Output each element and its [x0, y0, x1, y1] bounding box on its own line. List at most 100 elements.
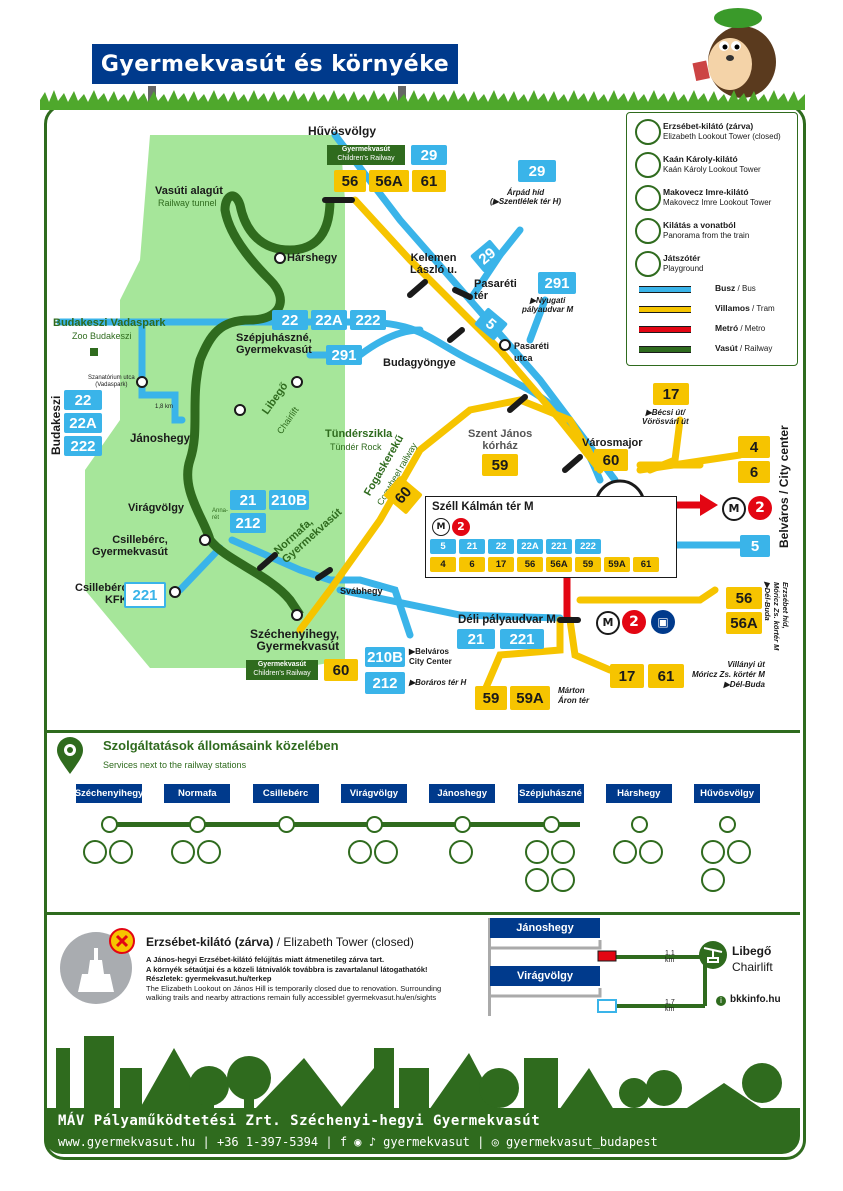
route-badge[interactable]: 210B — [269, 490, 309, 510]
legend-line-label: Villamos / Tram — [715, 303, 775, 314]
service-station-tab[interactable]: Normafa — [164, 784, 231, 803]
route-badge[interactable]: 61 — [648, 664, 684, 688]
route-badge[interactable]: 291 — [326, 345, 362, 365]
route-badge[interactable]: 212 — [230, 513, 266, 533]
route-badge[interactable]: 59 — [475, 686, 507, 710]
footer-instagram[interactable]: gyermekvasut_budapest — [506, 1135, 658, 1149]
service-station-tab[interactable]: Virágvölgy — [340, 784, 407, 803]
service-stop-dot — [542, 816, 560, 833]
route-badge[interactable]: 4 — [738, 436, 770, 458]
services-title: Szolgáltatások állomásaink közelében — [103, 738, 339, 753]
route-badge[interactable]: 56A — [546, 557, 572, 572]
bkk-link[interactable]: bkkinfo.hu — [730, 994, 781, 1005]
service-stop-dot — [630, 816, 648, 833]
closed-x-icon — [109, 928, 135, 954]
route-badge[interactable]: 59A — [604, 557, 630, 572]
route-badge[interactable]: 22 — [488, 539, 514, 554]
route-badge[interactable]: 222 — [350, 310, 386, 330]
info-link[interactable]: Részletek: gyermekvasut.hu/terkep — [146, 974, 272, 983]
route-badge[interactable]: 6 — [738, 461, 770, 483]
sign-post — [398, 86, 406, 104]
route-badge[interactable]: 212 — [365, 672, 405, 694]
route-badge[interactable]: 17 — [488, 557, 514, 572]
footer-separator: | — [195, 1135, 217, 1149]
service-icon — [524, 840, 549, 864]
route-badge[interactable]: 56 — [726, 587, 762, 609]
route-badge[interactable]: 61 — [412, 170, 446, 192]
metro-line-badge[interactable]: 2 — [622, 610, 646, 634]
route-badge[interactable]: 29 — [518, 160, 556, 182]
legend-line-name: Metró — [715, 323, 739, 333]
route-badge[interactable]: 22 — [64, 390, 102, 410]
route-badge[interactable]: 61 — [633, 557, 659, 572]
place-vadaspark-en: Zoo Budakeszi — [72, 331, 132, 341]
route-badge[interactable]: 210B — [365, 647, 405, 667]
route-badge[interactable]: 17 — [653, 383, 689, 405]
info-body: A János-hegyi Erzsébet-kilátó felújítás … — [146, 955, 476, 1003]
route-badge[interactable]: 4 — [430, 557, 456, 572]
route-badge[interactable]: 60 — [594, 449, 628, 471]
route-badge[interactable]: 221 — [546, 539, 572, 554]
route-badge[interactable]: 221 — [500, 629, 544, 649]
legend-line-label: Busz / Bus — [715, 283, 756, 294]
info-line: The Elizabeth Lookout on János Hill is t… — [146, 983, 442, 993]
service-station-tab[interactable]: Szépjuhászné — [517, 784, 584, 803]
route-badge[interactable]: 22A — [64, 413, 102, 433]
route-badge[interactable]: 6 — [459, 557, 485, 572]
route-badge[interactable]: 291 — [538, 272, 576, 294]
route-badge[interactable]: 5 — [740, 535, 770, 557]
route-badge[interactable]: 22A — [517, 539, 543, 554]
service-station-tab[interactable]: Csillebérc — [252, 784, 319, 803]
metro-icon: M — [596, 611, 620, 635]
legend-line-swatch — [639, 306, 691, 313]
route-badge[interactable]: 222 — [64, 436, 102, 456]
route-badge[interactable]: 59 — [575, 557, 601, 572]
route-badge[interactable]: 221 — [124, 582, 166, 608]
station-viragvolgy: Virágvölgy — [128, 502, 185, 514]
legend-line-label: Vasút / Railway — [715, 343, 772, 354]
tower-icon — [635, 152, 661, 178]
footer-website[interactable]: www.gyermekvasut.hu — [58, 1135, 196, 1149]
route-badge[interactable]: 21 — [459, 539, 485, 554]
tram-line-59-deli — [481, 616, 564, 694]
route-badge[interactable]: 29 — [411, 145, 447, 165]
service-stop-dot — [365, 816, 383, 833]
legend-line-sub: / Metro — [738, 324, 766, 333]
service-icon — [701, 840, 726, 864]
route-badge[interactable]: 5 — [430, 539, 456, 554]
route-badge[interactable]: 56A — [726, 612, 762, 634]
footer-phone[interactable]: +36 1-397-5394 — [216, 1135, 319, 1149]
train-icon: ▣ — [651, 610, 675, 634]
info-station-janoshegy: Jánoshegy — [490, 918, 600, 938]
route-badge[interactable]: 56 — [517, 557, 543, 572]
info-separator — [488, 918, 491, 1016]
station-svabhegy: Svábhegy — [340, 586, 383, 596]
place-budakeszi: Budakeszi — [49, 395, 63, 455]
route-badge[interactable]: 22 — [272, 310, 308, 330]
footer-social-handle[interactable]: gyermekvasut — [383, 1135, 470, 1149]
route-badge[interactable]: 17 — [610, 664, 644, 688]
service-station-tab[interactable]: Széchenyihegy — [75, 784, 143, 803]
route-badge[interactable]: 56A — [369, 170, 409, 192]
route-badge[interactable]: 21 — [230, 490, 266, 510]
legend-line-swatch — [639, 286, 691, 293]
bus-line-21 — [228, 536, 414, 639]
route-badge[interactable]: 22A — [311, 310, 347, 330]
route-badge[interactable]: 60 — [324, 659, 358, 681]
service-station-tab[interactable]: Jánoshegy — [429, 784, 496, 803]
route-badge[interactable]: 21 — [457, 629, 495, 649]
station-csillebérc-kfki: Csillebérc, KFKI — [75, 582, 131, 606]
route-badge[interactable]: 59 — [482, 454, 518, 476]
destination-arpad: Árpád híd (▶Szentlélek tér H) — [490, 188, 562, 206]
metro-arrow — [700, 494, 718, 516]
metro-line-badge[interactable]: 2 — [748, 496, 772, 520]
grass-decoration — [40, 90, 805, 110]
route-badge[interactable]: 222 — [575, 539, 601, 554]
divider — [44, 912, 800, 915]
route-badge[interactable]: 59A — [510, 686, 550, 710]
route-badge[interactable]: 56 — [334, 170, 366, 192]
service-station-tab[interactable]: Hűvösvölgy — [694, 784, 761, 803]
service-station-tab[interactable]: Hárshegy — [605, 784, 672, 803]
metro-line-badge[interactable]: 2 — [452, 518, 470, 536]
zoo-icon — [90, 348, 98, 356]
